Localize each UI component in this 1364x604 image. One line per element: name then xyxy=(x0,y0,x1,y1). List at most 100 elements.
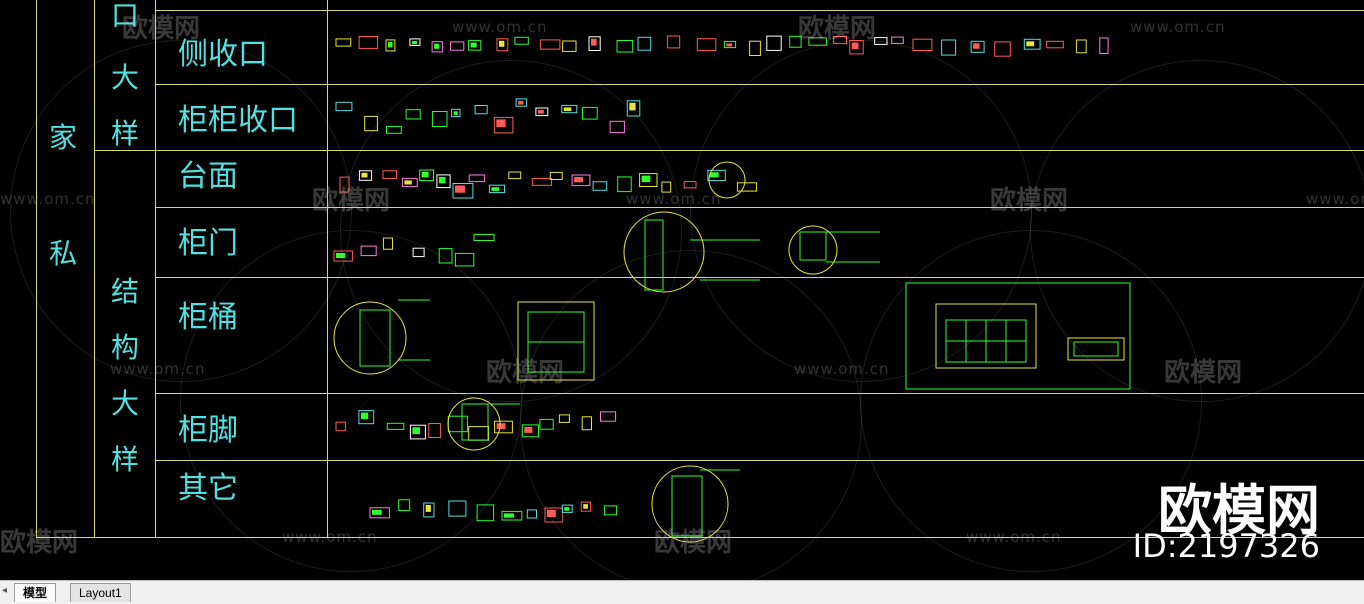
detail-fill xyxy=(574,177,583,183)
watermark-brand: 欧模网 xyxy=(1164,358,1243,388)
watermark-url: www.om.cn xyxy=(1130,18,1226,36)
detail-mark xyxy=(358,36,379,49)
detail-mark xyxy=(683,181,697,189)
layout-tab-bar: ◂ 模型 Layout1 xyxy=(0,580,1364,604)
column-label-structure-4: 样 xyxy=(111,443,140,476)
detail-mark xyxy=(438,248,453,264)
detail-mark xyxy=(405,109,421,120)
detail-mark xyxy=(401,177,418,188)
detail-fill xyxy=(524,426,533,433)
grid-line xyxy=(155,0,156,537)
detail-mark xyxy=(789,35,802,48)
detail-mark xyxy=(454,252,475,267)
grid-line xyxy=(155,84,1364,85)
detail-mark xyxy=(808,37,827,46)
detail-fill xyxy=(583,504,588,509)
tab-layout1[interactable]: Layout1 xyxy=(70,583,131,602)
detail-circle xyxy=(651,465,729,543)
detail-mark xyxy=(588,36,601,51)
row-label-cabinet-edge: 柜柜收口 xyxy=(178,103,298,138)
detail-mark xyxy=(531,177,553,186)
detail-mark xyxy=(1099,37,1109,55)
detail-mark xyxy=(549,171,563,180)
row-label-other: 其它 xyxy=(178,471,238,506)
tab-scroll-left-icon[interactable]: ◂ xyxy=(2,585,8,596)
column-label-structure-2: 构 xyxy=(111,331,140,364)
detail-mark xyxy=(849,40,864,55)
detail-fill xyxy=(388,41,393,48)
detail-fill xyxy=(496,119,506,128)
detail-mark xyxy=(571,174,591,187)
detail-fill xyxy=(470,42,477,48)
detail-mark xyxy=(419,169,435,182)
detail-fill xyxy=(336,253,346,259)
detail-mark xyxy=(409,424,426,440)
grid-line xyxy=(155,207,1364,208)
detail-fill xyxy=(563,107,572,112)
detail-mark xyxy=(358,410,375,425)
detail-fill xyxy=(411,40,417,45)
detail-fill xyxy=(1026,41,1035,47)
detail-mark xyxy=(473,233,495,241)
detail-mark xyxy=(544,507,564,523)
grid-line xyxy=(94,150,1364,151)
detail-mark xyxy=(335,421,346,432)
detail-fill xyxy=(361,172,368,178)
detail-fill xyxy=(851,42,859,50)
detail-fill xyxy=(404,180,412,185)
detail-mark xyxy=(707,169,726,182)
detail-mark xyxy=(535,107,549,117)
detail-mark xyxy=(450,41,465,51)
detail-fill xyxy=(455,185,465,193)
detail-circle xyxy=(788,225,838,275)
column-label-opening-1: 口 xyxy=(111,0,140,32)
brand-logo-text: 欧模网 xyxy=(1158,479,1320,542)
detail-section xyxy=(671,475,703,537)
detail-mark xyxy=(501,510,523,521)
cad-model-space[interactable]: 家 私 口 大 样 结 构 大 样 侧收口 柜柜收口 台面 柜门 柜桶 柜脚 其… xyxy=(0,0,1364,580)
watermark-brand: 欧模网 xyxy=(312,186,391,216)
detail-mark xyxy=(696,38,717,52)
detail-fill xyxy=(412,427,420,435)
detail-fill xyxy=(547,510,556,517)
detail-mark xyxy=(941,39,957,56)
detail-mark xyxy=(874,37,888,45)
detail-mark xyxy=(447,415,468,433)
detail-fill xyxy=(591,38,597,46)
detail-mark xyxy=(639,173,658,188)
detail-circle xyxy=(708,161,746,199)
detail-section xyxy=(799,231,827,261)
grid-line xyxy=(155,10,1364,11)
grid-line xyxy=(36,0,37,537)
watermark-url: www.om.cn xyxy=(452,18,548,36)
detail-mark xyxy=(766,35,782,51)
detail-mark xyxy=(562,40,577,52)
detail-fill xyxy=(491,187,499,191)
watermark-brand: 欧模网 xyxy=(122,14,201,44)
detail-mark xyxy=(616,40,634,53)
column-label-opening-2: 大 xyxy=(111,61,140,94)
detail-mark xyxy=(617,176,632,193)
detail-mark xyxy=(833,36,848,45)
watermark-url: www.om.cn xyxy=(794,360,890,378)
detail-circle xyxy=(623,211,705,293)
detail-mark xyxy=(994,41,1011,57)
detail-mark xyxy=(488,184,505,194)
detail-mark xyxy=(626,100,641,117)
grid-line xyxy=(155,393,1364,394)
detail-mark xyxy=(580,501,592,512)
detail-mark xyxy=(335,101,353,112)
detail-mark xyxy=(333,250,353,262)
detail-fill xyxy=(537,110,544,114)
tab-model[interactable]: 模型 xyxy=(14,583,57,602)
detail-mark xyxy=(364,115,378,132)
detail-fill xyxy=(360,412,369,420)
detail-mark xyxy=(661,181,672,193)
detail-mark xyxy=(474,105,488,115)
detail-mark xyxy=(436,174,451,189)
detail-mark xyxy=(493,116,514,134)
row-label-drawer: 柜桶 xyxy=(178,300,238,335)
watermark-url: www.om.cn xyxy=(110,360,206,378)
detail-mark xyxy=(561,504,573,513)
detail-mark xyxy=(468,174,486,183)
